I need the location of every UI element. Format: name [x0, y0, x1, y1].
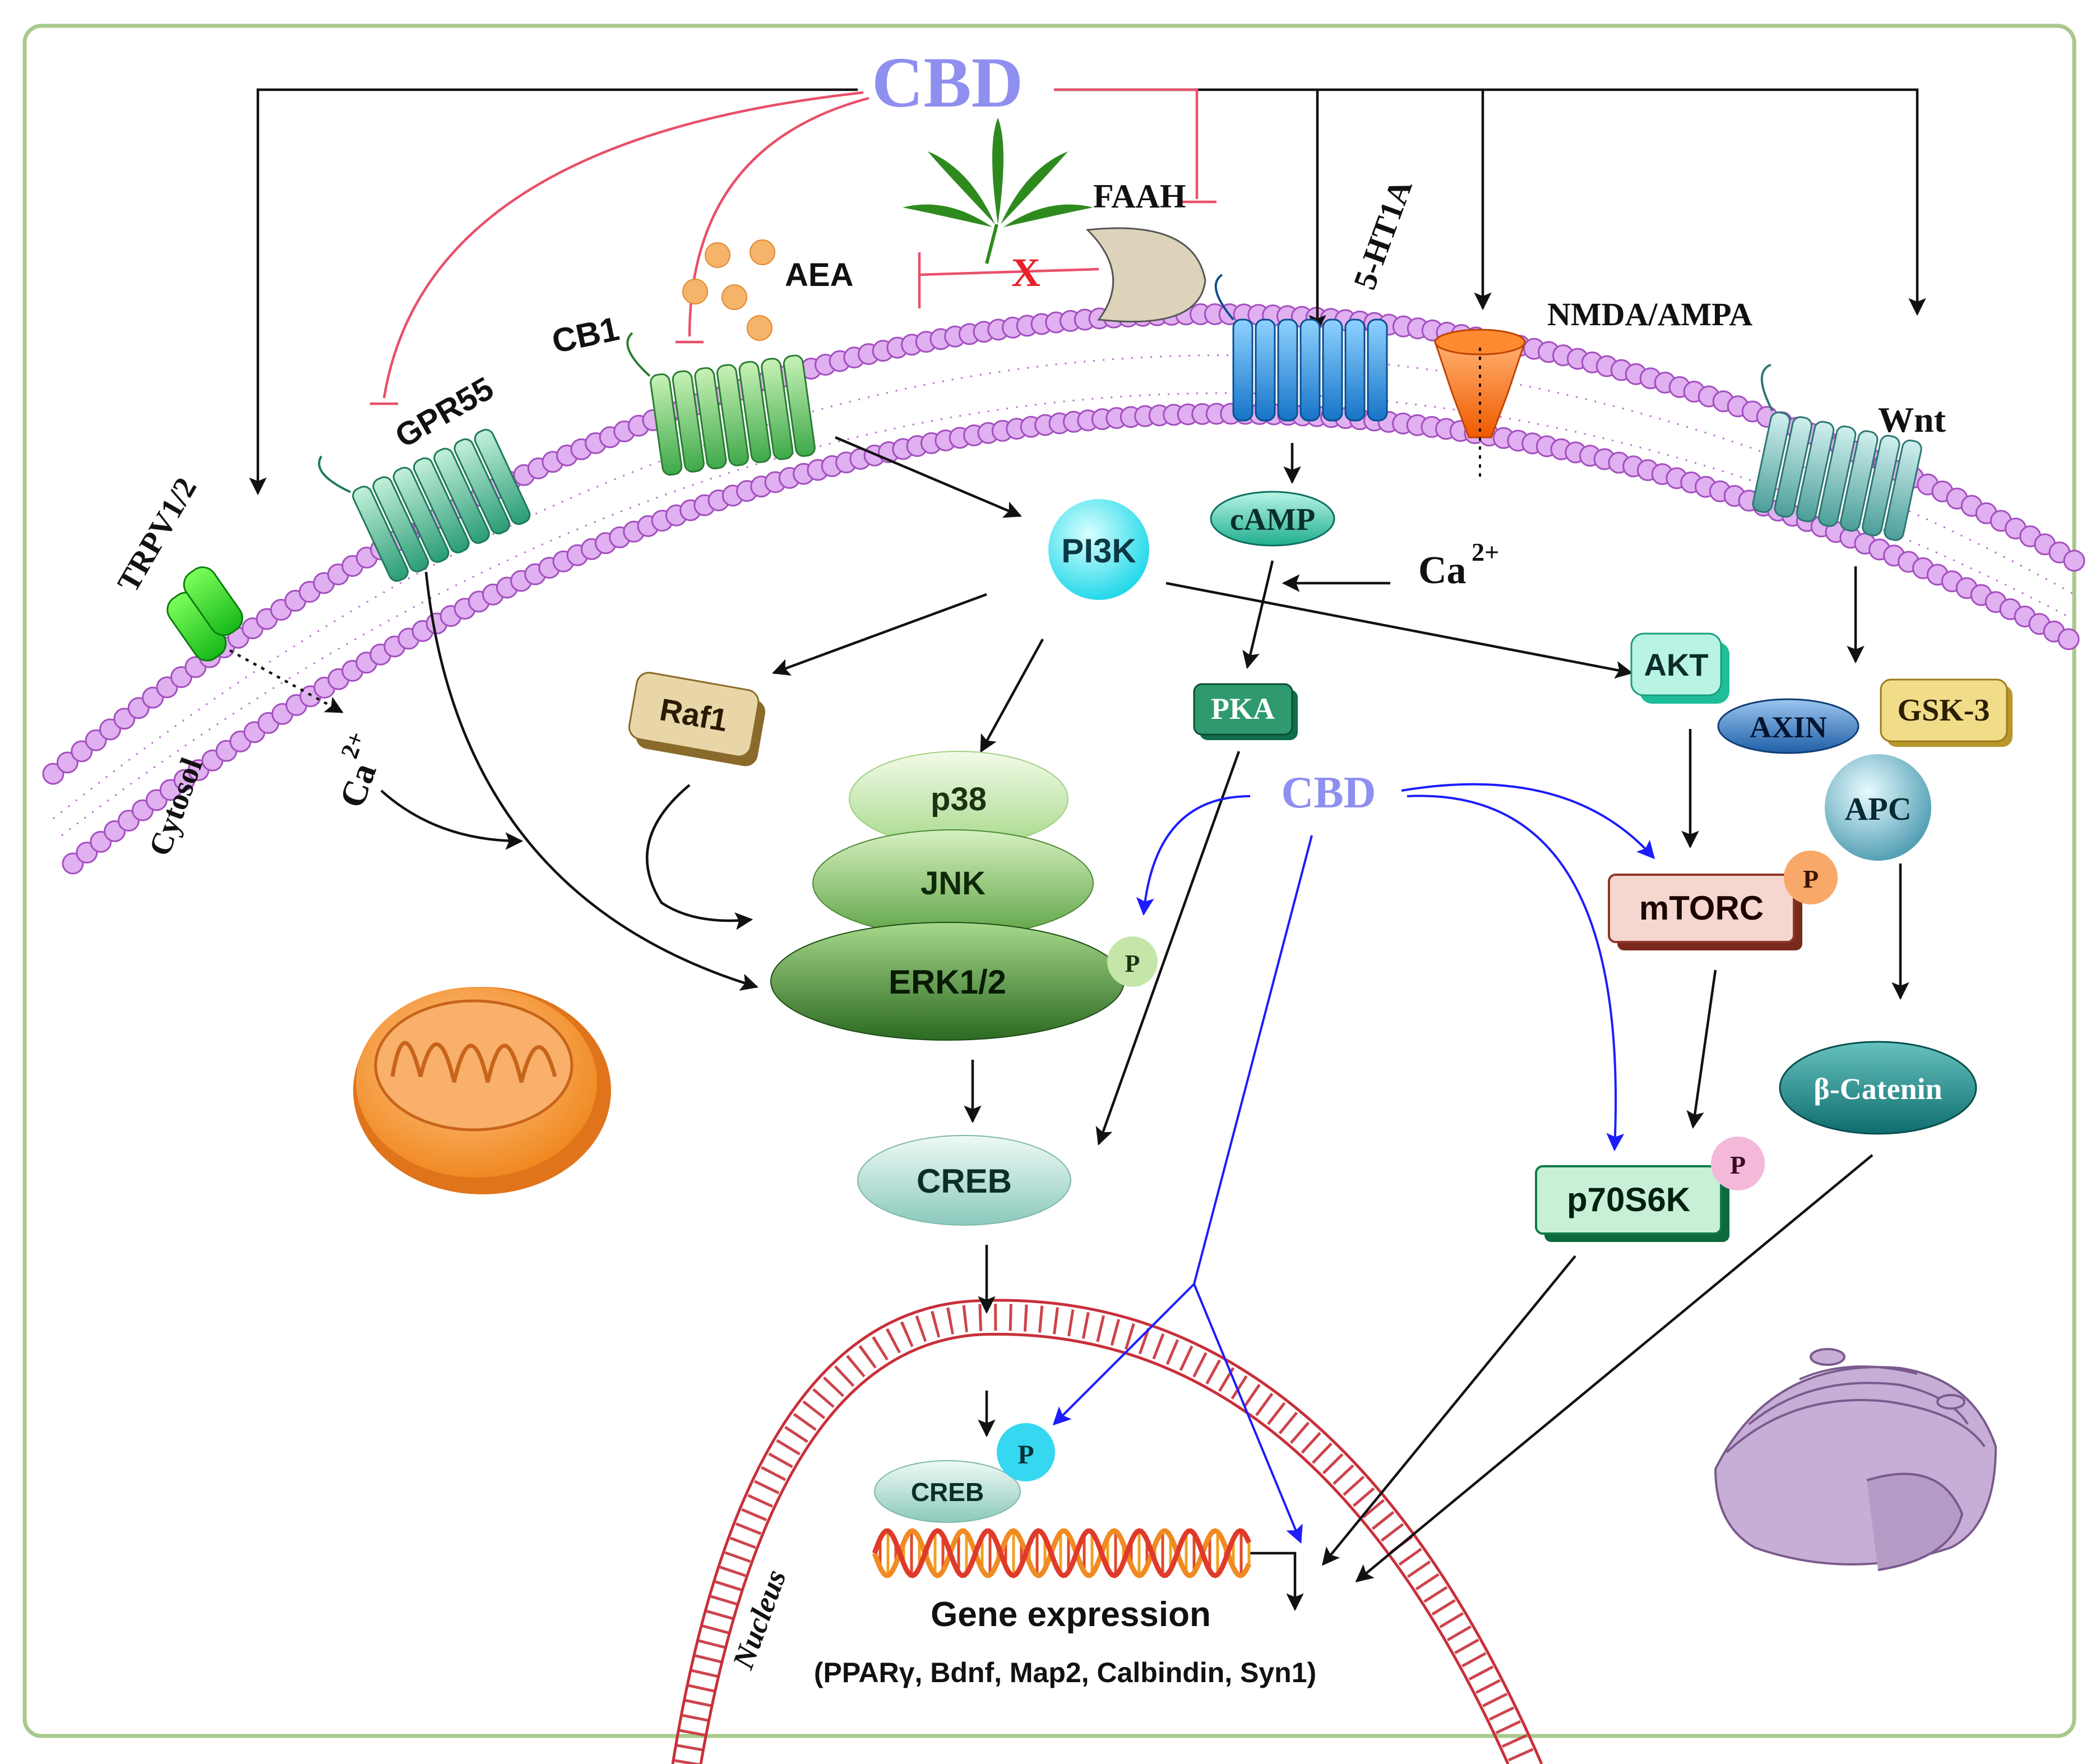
- wnt-receptor: [1752, 363, 1922, 541]
- aea-molecules-icon: [682, 239, 775, 341]
- mtorc-node: mTORC P: [1608, 851, 1838, 950]
- gsk3-text: GSK-3: [1898, 693, 1990, 728]
- nuclear-envelope: [671, 1299, 1543, 1764]
- wnt-label: Wnt: [1878, 400, 1946, 440]
- trpv-channel: [166, 566, 243, 662]
- erk-text: ERK1/2: [889, 963, 1006, 1001]
- raf1-node: Raf1: [628, 672, 766, 766]
- p70s6k-phospho-badge: P: [1730, 1151, 1746, 1179]
- gene-expression-title: Gene expression: [931, 1595, 1211, 1634]
- aea-label: AEA: [785, 257, 853, 293]
- dna-helix-icon: [872, 1528, 1252, 1578]
- cbd-intracellular: CBD: [1282, 768, 1376, 818]
- camp-text: cAMP: [1230, 502, 1315, 537]
- cannabis-leaf-icon: [903, 118, 1093, 264]
- axin-node: AXIN: [1717, 698, 1860, 754]
- akt-node: AKT: [1630, 632, 1729, 704]
- mitochondrion-icon: [353, 987, 611, 1194]
- gsk3-node: GSK-3: [1880, 678, 2013, 747]
- gene-list: (PPARγ, Bdnf, Map2, Calbindin, Syn1): [814, 1657, 1316, 1688]
- camp-node: cAMP: [1210, 491, 1335, 547]
- creb-phospho-badge: P: [1017, 1440, 1034, 1470]
- faah-label: FAAH: [1093, 178, 1186, 215]
- calcium-right-superscript: 2+: [1472, 538, 1499, 566]
- signal-arrows: [229, 436, 1909, 1611]
- cbd-title: CBD: [872, 43, 1023, 122]
- p38-text: p38: [931, 781, 987, 818]
- nuclear-creb-text: CREB: [911, 1477, 984, 1507]
- akt-text: AKT: [1644, 647, 1708, 682]
- jnk-node: JNK: [812, 829, 1094, 937]
- creb-node: CREB: [857, 1135, 1071, 1226]
- p70s6k-text: p70S6K: [1567, 1181, 1690, 1218]
- nmda-label: NMDA/AMPA: [1547, 296, 1752, 333]
- cb1-receptor: [626, 332, 816, 476]
- golgi-apparatus-icon: [1714, 1348, 1997, 1571]
- axin-text: AXIN: [1750, 710, 1827, 744]
- calcium-right-text: Ca: [1418, 549, 1467, 592]
- apc-text: APC: [1844, 791, 1911, 827]
- mtorc-phospho-badge: P: [1803, 865, 1819, 893]
- bcatenin-text: β-Catenin: [1814, 1072, 1942, 1106]
- inhibit-x-mark: X: [1011, 250, 1040, 295]
- p70s6k-node: p70S6K P: [1535, 1137, 1765, 1242]
- erk-phospho-badge: P: [1125, 950, 1140, 977]
- mtorc-text: mTORC: [1639, 889, 1764, 927]
- pi3k-node: PI3K: [1048, 499, 1149, 600]
- faah-enzyme-icon: [1085, 227, 1206, 323]
- nuclear-creb-node: CREB P: [874, 1423, 1055, 1523]
- gpr55-receptor: [318, 428, 531, 582]
- apc-node: APC: [1825, 754, 1931, 861]
- jnk-text: JNK: [921, 865, 986, 902]
- cbd-top-black-arrows: [249, 88, 1926, 496]
- pka-node: PKA: [1193, 683, 1298, 740]
- cbd-blue-arrows: [1052, 783, 1655, 1544]
- creb-text: CREB: [917, 1162, 1012, 1200]
- cbd-inhibition-lines: [370, 88, 1216, 405]
- calcium-right: Ca 2+: [1418, 538, 1499, 592]
- bcatenin-node: β-Catenin: [1779, 1041, 1977, 1135]
- nmda-ampa-channel: [1433, 329, 1527, 482]
- erk-node: ERK1/2 P: [770, 922, 1158, 1041]
- 5ht1a-receptor: [1214, 274, 1388, 422]
- pi3k-text: PI3K: [1061, 532, 1136, 570]
- pka-text: PKA: [1211, 692, 1275, 726]
- p38-node: p38: [849, 751, 1068, 847]
